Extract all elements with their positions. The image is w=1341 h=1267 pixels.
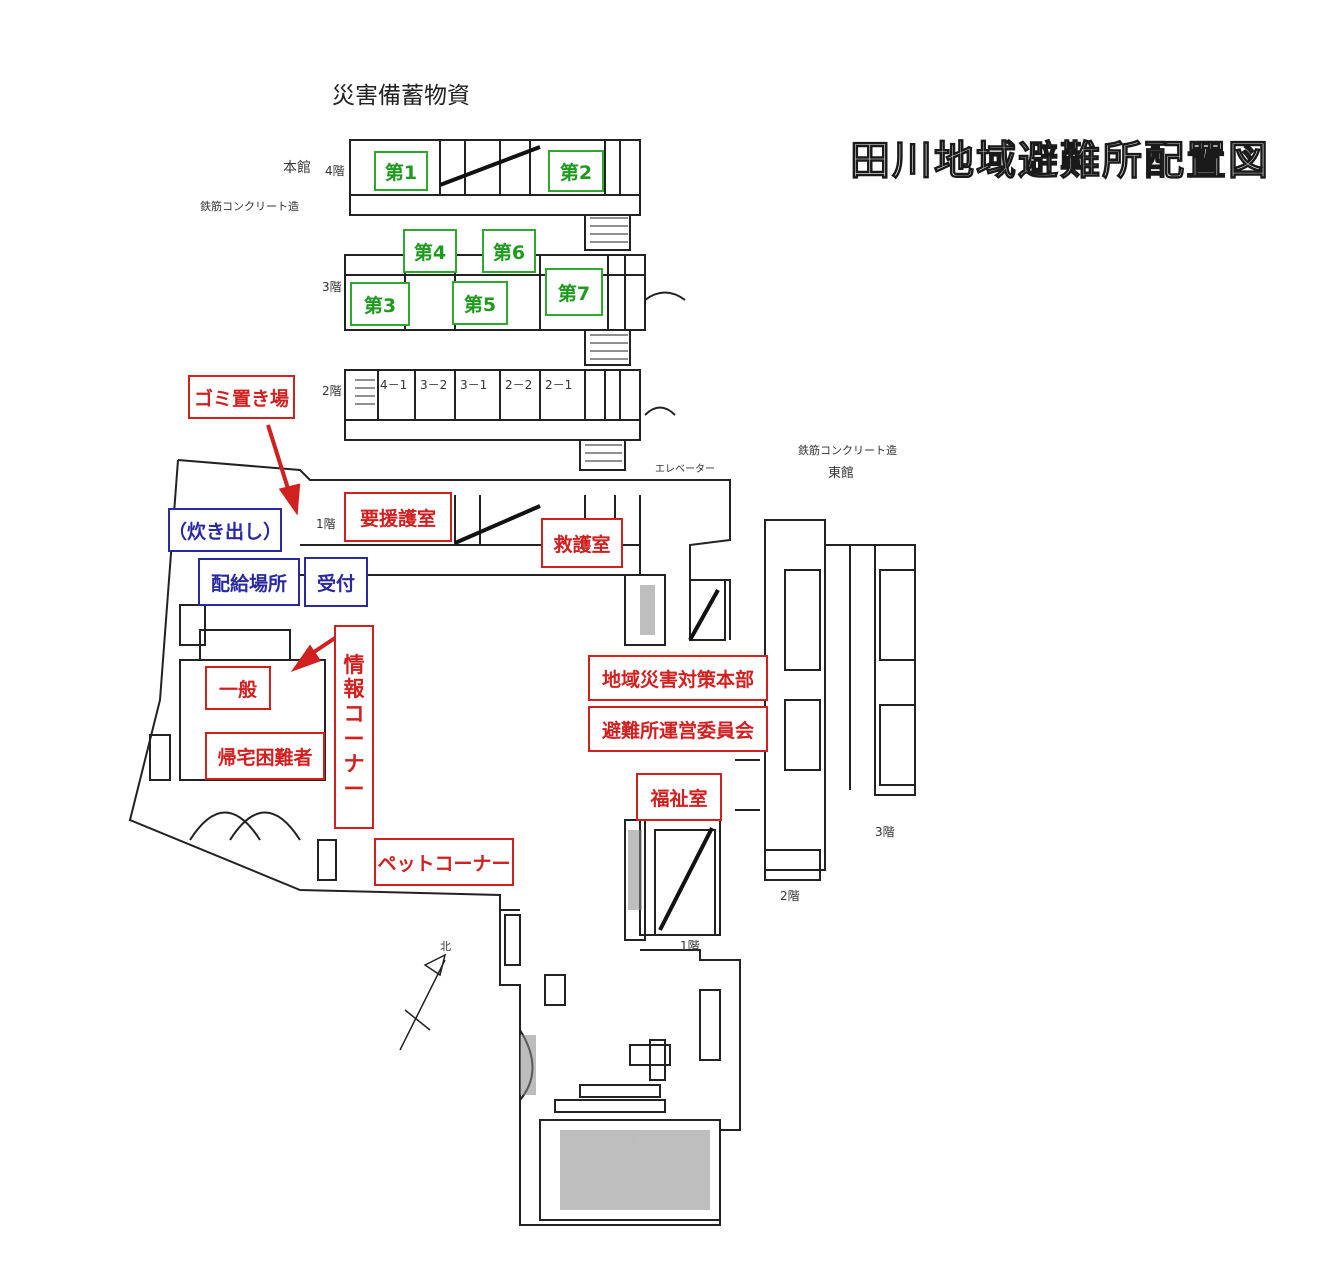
info-corner-char: 報 — [343, 677, 365, 702]
elevator-label: エレベーター — [655, 464, 715, 475]
stockpile-label: 災害備蓄物資 — [332, 83, 470, 109]
room-label-2: 第2 — [548, 150, 604, 192]
second-floor-block — [344, 369, 641, 441]
map-title: 田川地域避難所配置図 — [849, 137, 1270, 184]
room-3-2-label: 3－2 — [420, 378, 448, 392]
east-1f-label: 1階 — [680, 939, 700, 953]
room-3-1-label: 3－1 — [460, 378, 488, 392]
info-corner-char: ナ — [343, 751, 365, 776]
room-4-1-label: 4－1 — [380, 378, 408, 392]
first-aid-room-label: 救護室 — [541, 518, 623, 568]
honkan-label: 本館 — [283, 160, 311, 176]
fourth-floor-block — [349, 139, 641, 216]
cooking-area-label: （炊き出し） — [168, 508, 282, 552]
east-wing-label: 東館 — [828, 466, 855, 481]
info-corner-char: ー — [343, 727, 365, 751]
room-label-6: 第6 — [482, 229, 536, 273]
room-label-3: 第3 — [350, 282, 410, 326]
floor-4-label: 4階 — [325, 164, 345, 178]
north-label: 北 — [440, 940, 451, 953]
disaster-hq-label: 地域災害対策本部 — [588, 655, 768, 701]
info-corner-char: ー — [343, 776, 365, 801]
east-2f-label: 2階 — [780, 889, 800, 903]
construction-main-label: 鉄筋コンクリート造 — [200, 200, 299, 213]
room-label-4: 第4 — [403, 229, 457, 273]
east-3f-label: 3階 — [875, 825, 895, 839]
floor-2-label: 2階 — [322, 384, 342, 398]
care-room-label: 要援護室 — [344, 492, 452, 542]
info-corner-char: 情 — [343, 652, 365, 677]
info-corner-label: 情 報 コ ー ナ ー — [334, 625, 374, 829]
distribution-area-label: 配給場所 — [198, 558, 300, 606]
room-2-2-label: 2－2 — [505, 378, 533, 392]
room-label-5: 第5 — [452, 281, 508, 325]
garbage-area-label: ゴミ置き場 — [188, 375, 295, 419]
pet-corner-label: ペットコーナー — [374, 838, 514, 886]
reception-label: 受付 — [304, 557, 368, 607]
info-corner-char: コ — [343, 702, 365, 727]
welfare-room-label: 福祉室 — [636, 773, 722, 821]
north-arrow-icon — [399, 953, 447, 1051]
floor-3-label: 3階 — [322, 280, 342, 294]
east-wing-2f — [764, 519, 826, 871]
stranded-commuters-label: 帰宅困難者 — [205, 732, 325, 780]
room-label-1: 第1 — [374, 151, 428, 191]
management-committee-label: 避難所運営委員会 — [588, 706, 768, 752]
floor-1-label: 1階 — [316, 517, 336, 531]
room-label-7: 第7 — [545, 268, 603, 316]
room-2-1-label: 2－1 — [545, 378, 573, 392]
general-area-label: 一般 — [205, 666, 271, 710]
construction-east-label: 鉄筋コンクリート造 — [798, 444, 897, 457]
